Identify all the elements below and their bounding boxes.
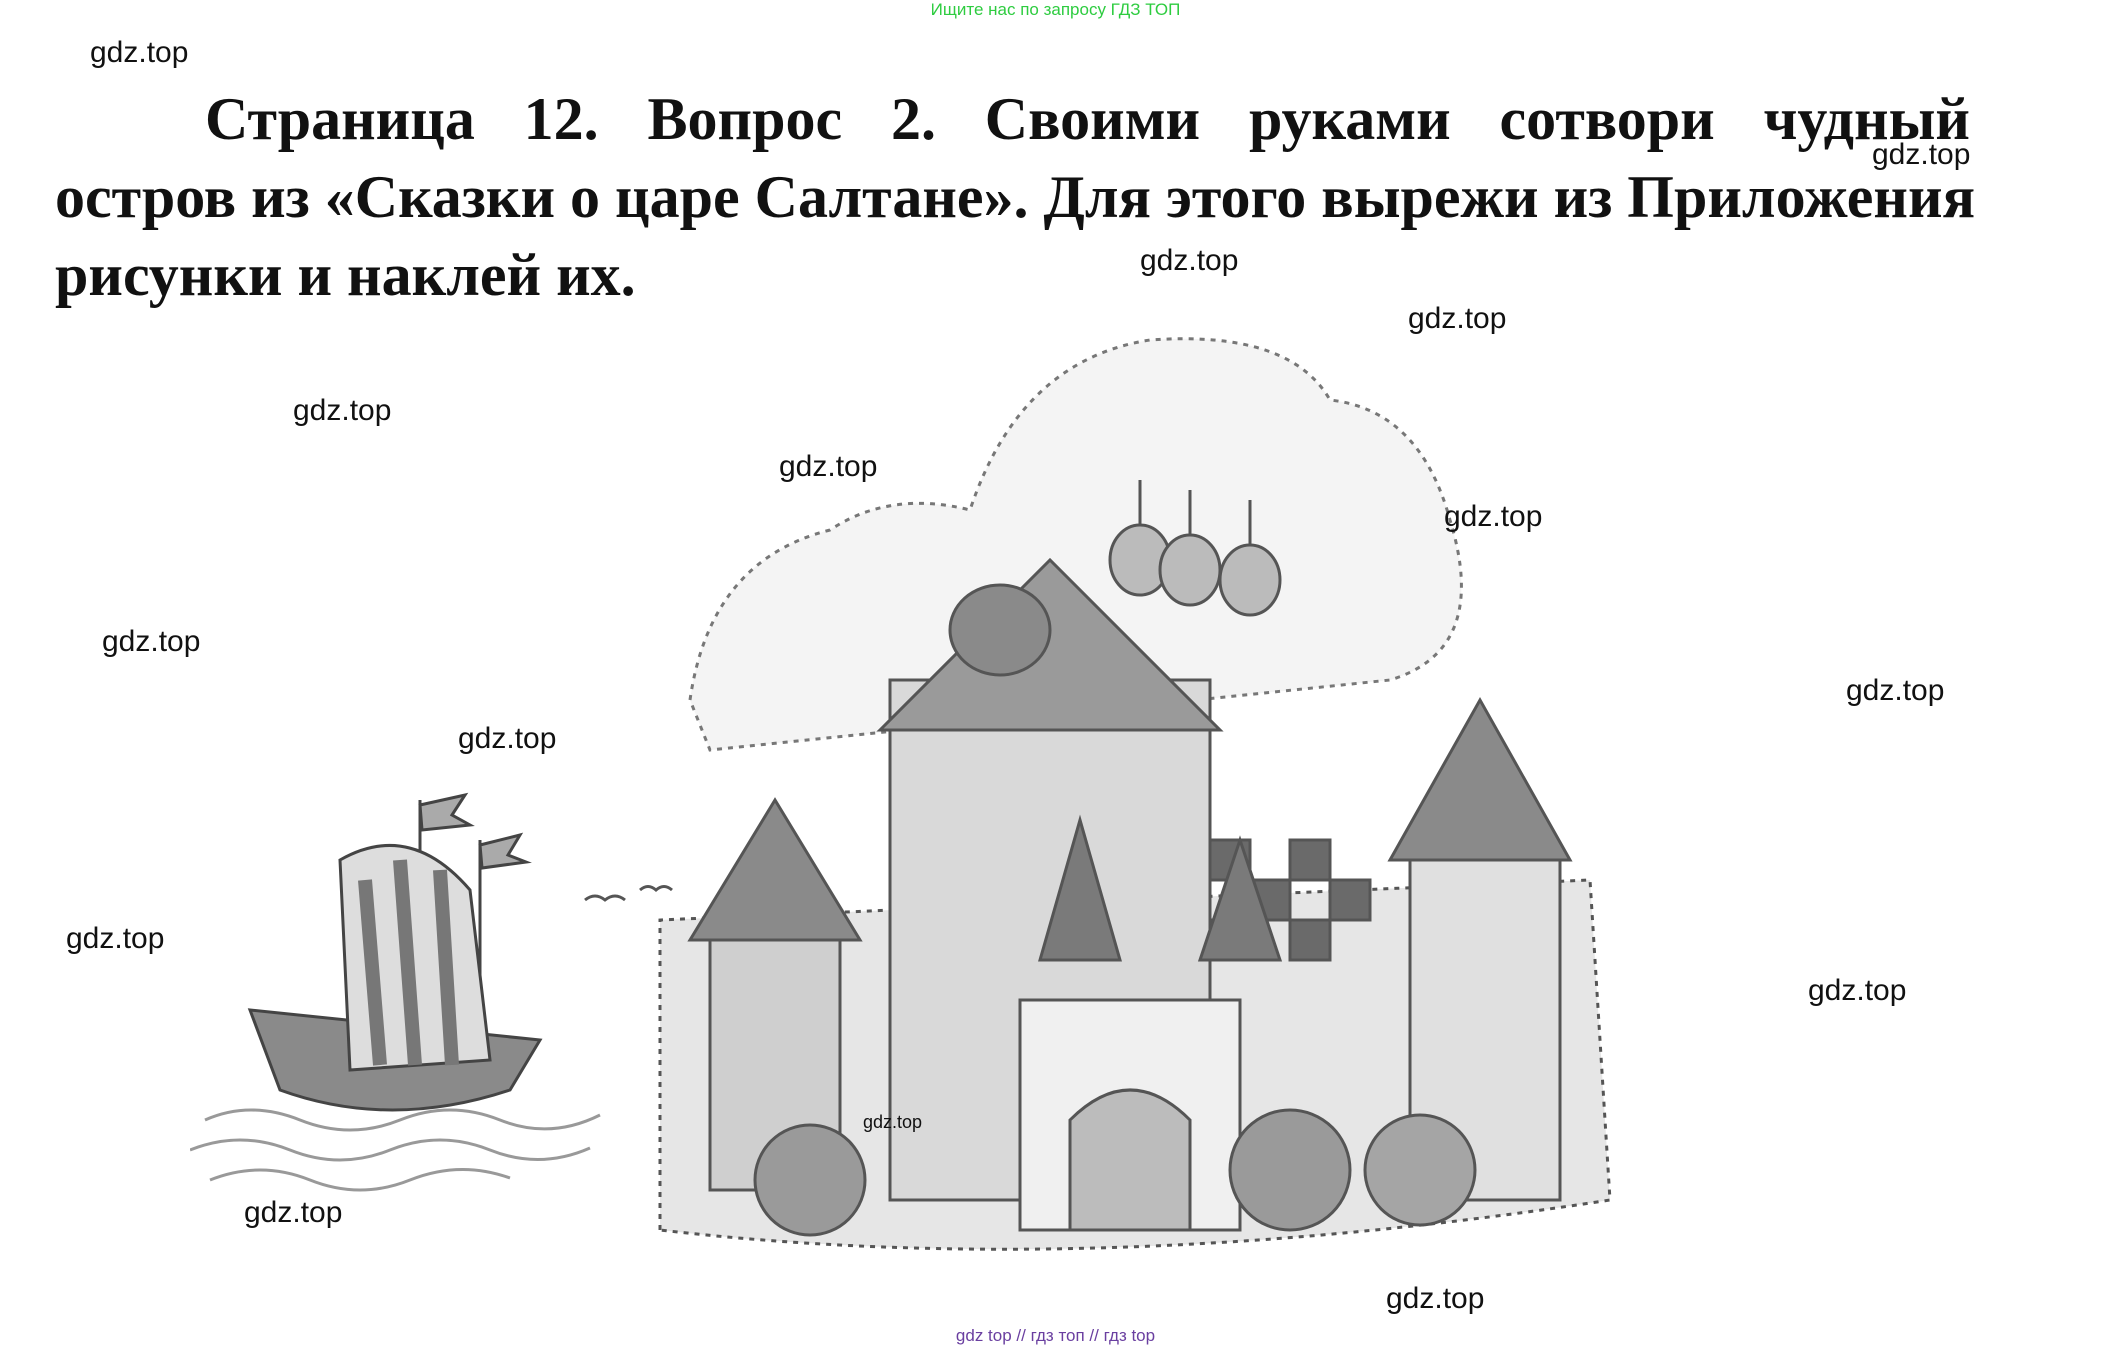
- watermark: gdz.top: [458, 722, 557, 755]
- top-banner: Ищите нас по запросу ГДЗ ТОП: [930, 0, 1181, 19]
- question-line-1: Страница 12. Вопрос 2. Своими руками сот…: [205, 86, 1970, 152]
- watermark: gdz.top: [244, 1196, 343, 1229]
- watermark: gdz.top: [1872, 138, 1971, 171]
- sea-waves: [190, 1108, 601, 1192]
- watermark: gdz.top: [102, 625, 201, 658]
- question-line-3: рисунки и наклей их.: [55, 242, 636, 308]
- question-text: Страница 12. Вопрос 2. Своими руками сот…: [55, 80, 1976, 314]
- watermark: gdz.top: [1846, 674, 1945, 707]
- watermark: gdz.top: [1444, 500, 1543, 533]
- watermark: gdz.top: [293, 394, 392, 427]
- watermark: gdz.top: [1808, 974, 1907, 1007]
- ship-icon: [247, 792, 543, 1112]
- castle-icon: [658, 480, 1612, 1251]
- watermark: gdz.top: [1386, 1282, 1485, 1315]
- footer-links: gdz top // гдз топ // гдз top: [955, 1326, 1156, 1345]
- watermark: gdz.top: [863, 1112, 923, 1132]
- cloud-outline: [688, 337, 1463, 752]
- question-line-2: остров из «Сказки о царе Салтане». Для э…: [55, 164, 1976, 230]
- watermark: gdz.top: [66, 922, 165, 955]
- island-illustration: [190, 337, 1612, 1251]
- watermark: gdz.top: [1140, 244, 1239, 277]
- watermark: gdz.top: [1408, 302, 1507, 335]
- birds-icon: [584, 885, 673, 902]
- watermark: gdz.top: [90, 36, 189, 69]
- watermark: gdz.top: [779, 450, 878, 483]
